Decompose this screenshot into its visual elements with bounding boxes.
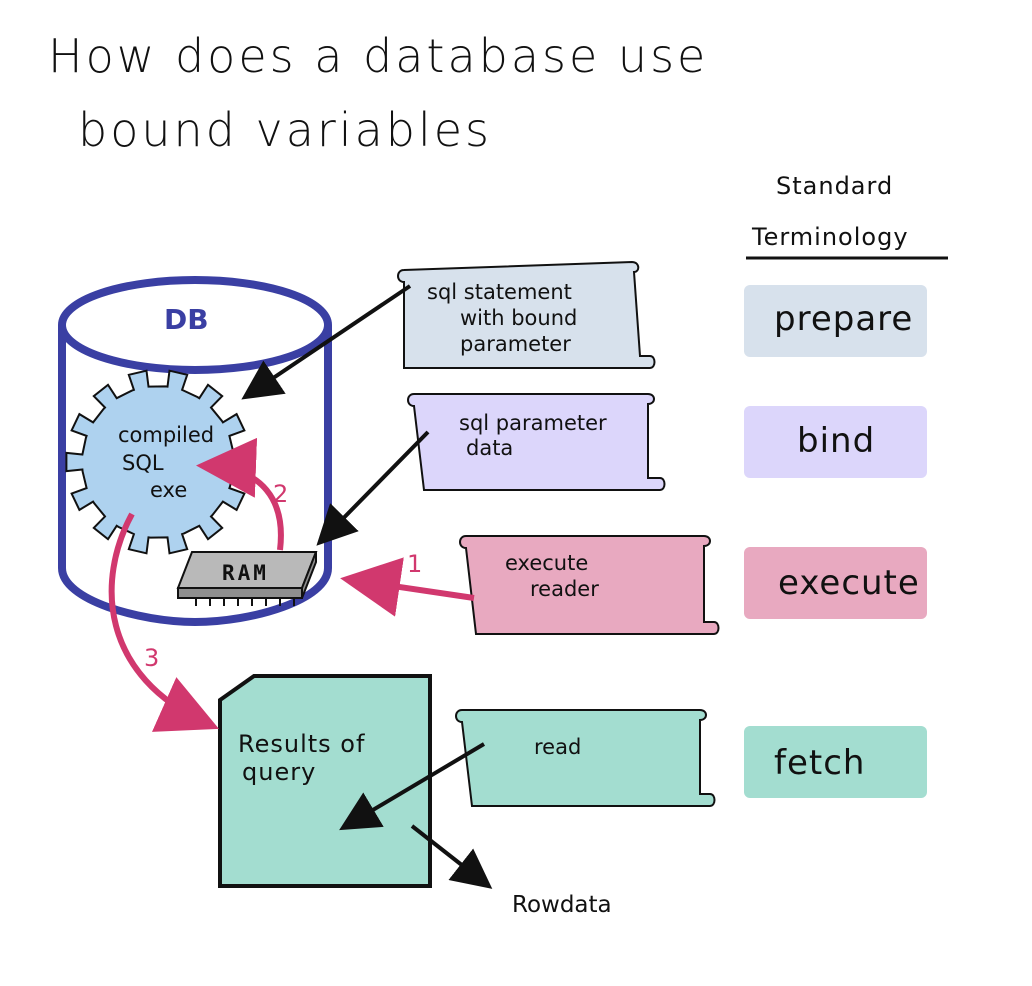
arrow-read-to-results [339,742,486,831]
term-label-bind: bind [797,421,875,461]
step-2-label: 2 [273,480,288,508]
term-label-prepare: prepare [774,299,913,339]
rowdata-label: Rowdata [512,892,612,918]
ram-chip-icon: RAM [176,551,318,606]
results-of-query-document: Results of query [218,674,432,888]
term-label-fetch: fetch [774,743,865,783]
gear-line-1: compiled [118,423,214,447]
scroll-sql-statement: sql statement with bound parameter [397,260,656,369]
title-line-2: bound variables [78,103,492,157]
scroll-2-line-2: data [466,436,513,460]
gear-line-2: SQL [122,451,164,475]
term-box-bind: bind [744,406,927,478]
scroll-1-line-1: sql statement [427,280,572,304]
scroll-execute-reader: execute reader [459,535,720,635]
scroll-2-line-1: sql parameter [459,411,607,435]
scroll-3-line-1: execute [505,551,588,575]
arrow-statement-to-gear [241,284,412,400]
step-3-arrow [108,512,219,732]
arrow-results-to-rowdata [410,824,493,889]
step-1-arrow [340,557,475,617]
step-2-arrow [196,437,284,551]
terminology-heading-line-1: Standard [776,172,893,200]
arrow-parameter-to-ram [316,430,430,546]
ram-label: RAM [222,561,269,585]
term-box-execute: execute [744,547,927,619]
scroll-3-line-2: reader [530,577,599,601]
step-3-label: 3 [144,644,159,672]
gear-line-3: exe [150,478,187,502]
terminology-heading-line-2: Terminology [751,223,909,251]
term-box-fetch: fetch [744,726,927,798]
database-label: DB [164,303,209,336]
scroll-1-line-3: parameter [460,332,571,356]
scroll-read: read [455,709,716,807]
results-line-2: query [242,758,316,786]
results-line-1: Results of [238,730,365,758]
scroll-1-line-2: with bound [460,306,577,330]
scroll-4-line-1: read [534,735,581,759]
step-1-label: 1 [407,550,422,578]
scroll-sql-parameter-data: sql parameter data [407,393,666,491]
term-box-prepare: prepare [744,285,927,357]
term-label-execute: execute [778,563,920,603]
title-line-1: How does a database use [48,29,708,83]
